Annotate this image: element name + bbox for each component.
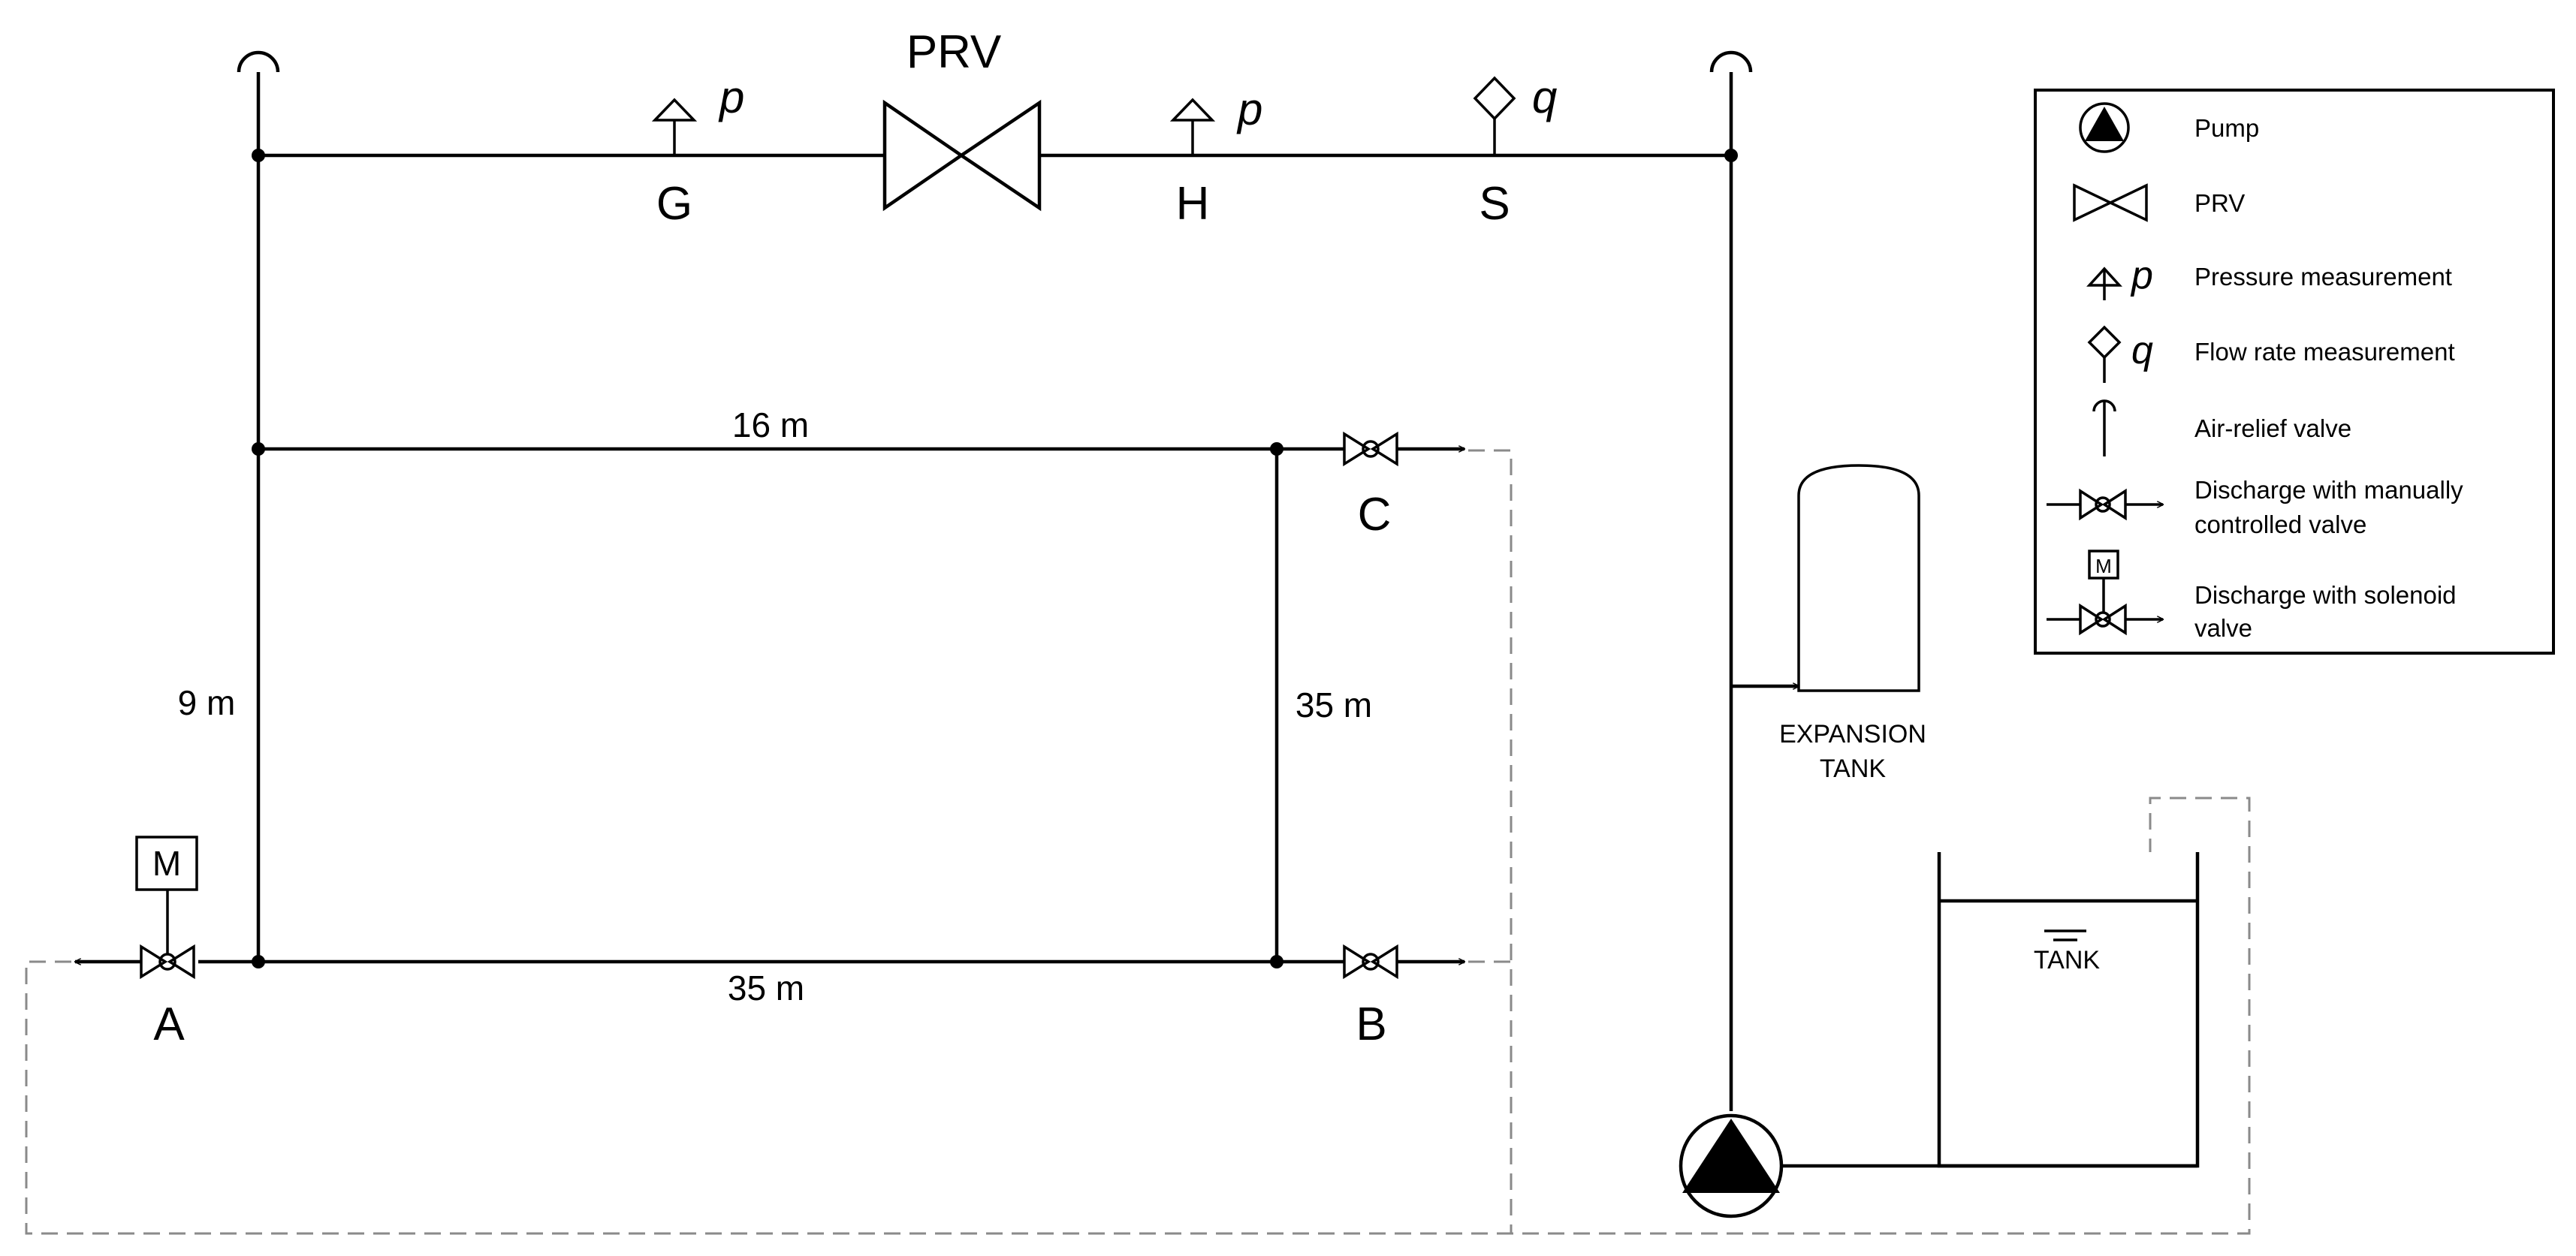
return-line-c	[1468, 449, 1513, 1233]
pipe-length-left: 9 m	[178, 683, 236, 722]
svg-text:Flow rate measurement: Flow rate measurement	[2194, 338, 2455, 366]
tank-walls	[1937, 852, 2200, 1168]
expansion-tank: EXPANSION TANK	[1779, 464, 1926, 783]
expansion-tank-label-line2: TANK	[1820, 755, 1886, 783]
legend-item-pump: Pump	[2079, 102, 2259, 153]
measurement-s: q S	[1473, 72, 1557, 230]
legend-item-manual-discharge: Discharge with manually controlled valve	[2047, 476, 2463, 538]
pump	[1679, 1113, 1784, 1218]
svg-text:PRV: PRV	[2194, 189, 2245, 217]
pump-icon	[1679, 1113, 1784, 1218]
prv-valve: PRV	[882, 26, 1042, 212]
flow-rate-measurement-icon	[1473, 76, 1516, 121]
air-relief-valve-icon	[237, 50, 280, 73]
svg-text:p: p	[2130, 254, 2153, 297]
junction-mid-left	[252, 442, 265, 456]
svg-text:valve: valve	[2194, 614, 2252, 642]
svg-text:controlled valve: controlled valve	[2194, 511, 2366, 538]
prv-icon	[958, 99, 1042, 212]
air-relief-valve-icon	[1709, 50, 1753, 73]
svg-text:Air-relief valve: Air-relief valve	[2194, 414, 2351, 442]
legend-item-pressure-measurement: p Pressure measurement	[2086, 254, 2452, 300]
node-label-a: A	[153, 998, 185, 1050]
discharge-c: C	[1343, 431, 1464, 541]
expansion-tank-label-line1: EXPANSION	[1779, 720, 1926, 748]
node-label-s: S	[1479, 178, 1510, 230]
flow-rate-measurement-icon	[2087, 325, 2122, 360]
svg-text:Pump: Pump	[2194, 114, 2259, 142]
junction-mid-right	[1270, 442, 1283, 456]
tank-label: TANK	[2034, 946, 2100, 974]
motor-label: M	[152, 844, 181, 883]
flow-symbol-s: q	[1532, 72, 1557, 122]
pressure-measurement-icon	[2086, 267, 2122, 287]
legend: Pump PRV p Pressure measurement q Flow r…	[2034, 89, 2555, 655]
svg-text:Discharge with manually: Discharge with manually	[2194, 476, 2463, 504]
pipe-length-right: 35 m	[1296, 685, 1372, 724]
discharge-a: M A	[75, 836, 198, 1050]
motor-box	[135, 836, 198, 891]
node-label-b: B	[1356, 998, 1386, 1050]
node-label-c: C	[1358, 489, 1392, 541]
legend-item-prv: PRV	[2073, 183, 2245, 222]
prv-label: PRV	[906, 26, 1002, 78]
svg-text:Discharge with solenoid: Discharge with solenoid	[2194, 581, 2457, 609]
pressure-measurement-icon	[651, 98, 698, 122]
measurement-g: p G	[651, 72, 744, 230]
pump-icon	[2079, 102, 2130, 153]
prv-icon	[2073, 183, 2114, 222]
junction-top-right	[1724, 149, 1738, 162]
solenoid-valve-icon	[135, 836, 198, 980]
discharge-b: B	[1343, 944, 1464, 1050]
pressure-symbol-h: p	[1236, 84, 1262, 134]
legend-item-solenoid-discharge: M Discharge with solenoid valve	[2047, 550, 2457, 642]
svg-text:M: M	[2095, 555, 2112, 577]
pipe-length-bottom: 35 m	[728, 968, 804, 1008]
pressure-measurement-icon	[1169, 98, 1216, 122]
return-lines	[25, 449, 2251, 1235]
storage-tank: TANK	[1937, 852, 2200, 1168]
pipe-network	[198, 72, 2197, 1168]
solenoid-valve-discharge-icon	[2079, 603, 2127, 636]
pipe-length-top: 16 m	[732, 405, 809, 444]
prv-icon	[882, 99, 964, 212]
prv-icon	[2107, 183, 2148, 222]
junction-top-left	[252, 149, 265, 162]
pressure-symbol-g: p	[718, 72, 744, 122]
junction-bottom-right	[1270, 955, 1283, 968]
expansion-tank-body	[1797, 464, 1920, 692]
legend-item-air-relief-valve: Air-relief valve	[2092, 399, 2351, 456]
manual-valve-icon	[1343, 944, 1398, 980]
svg-text:q: q	[2131, 329, 2153, 372]
manual-valve-discharge-icon	[2079, 488, 2127, 521]
legend-item-flow-rate-measurement: q Flow rate measurement	[2087, 325, 2455, 383]
measurement-h: p H	[1169, 84, 1262, 230]
svg-text:Pressure measurement: Pressure measurement	[2194, 263, 2452, 291]
legend-frame	[2034, 89, 2555, 655]
return-line-a	[25, 797, 2251, 1235]
node-label-g: G	[656, 178, 692, 230]
manual-valve-icon	[1343, 431, 1398, 467]
node-label-h: H	[1176, 178, 1210, 230]
junction-bottom-left	[252, 955, 265, 968]
